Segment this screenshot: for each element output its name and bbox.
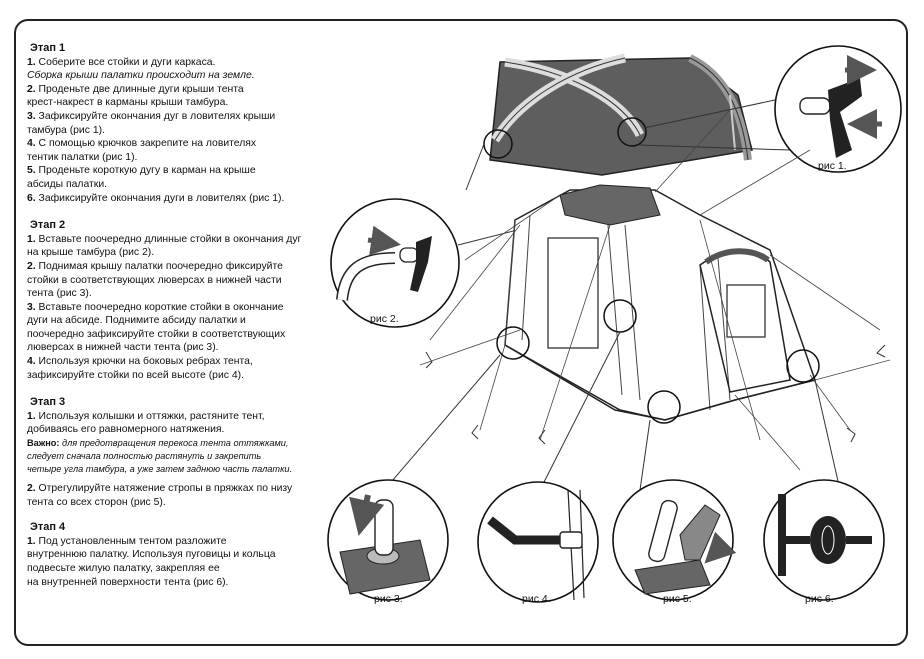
stage-1-line: 2. Проденьте две длинные дуги крыши тент… xyxy=(27,83,244,95)
detail-circle xyxy=(647,390,681,424)
stage-2-line: 4. Используя крючки на боковых ребрах те… xyxy=(27,356,253,368)
stage-4-line: внутреннюю палатку. Используя пуговицы и… xyxy=(27,549,276,561)
stage-1-line: крест-накрест в карманы крыши тамбура. xyxy=(27,97,229,109)
figure-5-detail: рис 5. xyxy=(612,479,737,605)
stage-3-line: тента со всех сторон (рис 5). xyxy=(27,496,166,508)
figure-5-label: рис 5. xyxy=(663,593,692,605)
stage-2-line: люверсах в нижней части тента (рис 3). xyxy=(27,342,219,354)
stage-3-line: 2. Отрегулируйте натяжение стропы в пряж… xyxy=(27,483,293,495)
stage-1-line: 3. Зафиксируйте окончания дуг в ловителя… xyxy=(27,110,276,122)
stage-1-line: 4. С помощью крючков закрепите на ловите… xyxy=(27,138,257,150)
stage-2-line: 3. Вставьте поочередно короткие стойки в… xyxy=(27,301,284,313)
stage-2-line: на крыше тамбура (рис 2). xyxy=(27,247,155,259)
figure-6-label: рис 6. xyxy=(805,593,834,605)
stage-1-title: Этап 1 xyxy=(30,42,66,54)
stage-4-title: Этап 4 xyxy=(30,521,66,534)
stage-1-line: Сборка крыши палатки происходит на земле… xyxy=(27,70,255,82)
figure-4-detail: рис 4. xyxy=(477,481,599,605)
stage-1-line: 1. Соберите все стойки и дуги каркаса. xyxy=(27,56,216,68)
important-note: Важно: для предотвращения перекоса тента… xyxy=(27,438,289,449)
stage-1-line: абсиды палатки. xyxy=(27,178,108,190)
stage-2-line: стойки в соответствующих люверсах в нижн… xyxy=(27,274,282,286)
important-note-line: следует сначала полностью растянуть и за… xyxy=(27,451,262,462)
stage-1-line: тамбура (рис 1). xyxy=(27,124,105,136)
figure-4-label: рис 4. xyxy=(522,593,551,605)
figure-3-label: рис 3. xyxy=(374,593,403,605)
figure-3-detail: рис 3. xyxy=(327,479,449,605)
figure-6-detail: рис 6. xyxy=(763,479,885,605)
stage-2-line: поочередно зафиксируйте стойки в соответ… xyxy=(27,328,286,340)
figure-1-label: рис 1. xyxy=(818,160,847,172)
instructions-column: Этап 1 1. Соберите все стойки и дуги кар… xyxy=(27,42,327,589)
tent-drawing xyxy=(379,109,891,496)
figure-1-detail: рис 1. xyxy=(774,45,902,173)
stage-3-line: добиваясь его равномерного натяжения. xyxy=(27,424,225,436)
stage-1-line: 5. Проденьте короткую дугу в карман на к… xyxy=(27,165,256,177)
roof-frame-drawing xyxy=(465,53,791,191)
important-note-line: четыре угла тамбура, а уже затем заднюю … xyxy=(27,464,293,475)
figure-2-detail: рис 2. xyxy=(330,198,460,328)
stage-4-line: на внутренней поверхности тента (рис 6). xyxy=(27,576,229,588)
stage-3-title: Этап 3 xyxy=(30,396,66,409)
detail-circle xyxy=(496,326,530,360)
detail-circle xyxy=(786,349,820,383)
stage-2-line: дуги на абсиде. Поднимите абсиду палатки… xyxy=(27,315,246,327)
stage-2-line: 1. Вставьте поочередно длинные стойки в … xyxy=(27,233,302,245)
page-frame xyxy=(14,19,908,646)
figure-2-label: рис 2. xyxy=(370,313,399,325)
stage-4-line: подвесьте жилую палатку, закрепляя ее xyxy=(27,563,220,574)
stage-2-title: Этап 2 xyxy=(30,219,66,232)
stage-2-line: зафиксируйте стойки по всей высоте (рис … xyxy=(27,369,244,381)
stage-3-line: 1. Используя колышки и оттяжки, растянит… xyxy=(27,410,265,422)
stage-1-line: 6. Зафиксируйте окончания дуги в ловител… xyxy=(27,192,285,204)
stage-4-line: 1. Под установленным тентом разложите xyxy=(27,535,227,547)
detail-circle xyxy=(617,117,647,147)
stage-2-line: 2. Поднимая крышу палатки поочередно фик… xyxy=(27,260,283,272)
stage-1-line: тентик палатки (рис 1). xyxy=(27,151,138,163)
stage-2-line: тента (рис 3). xyxy=(27,288,92,300)
